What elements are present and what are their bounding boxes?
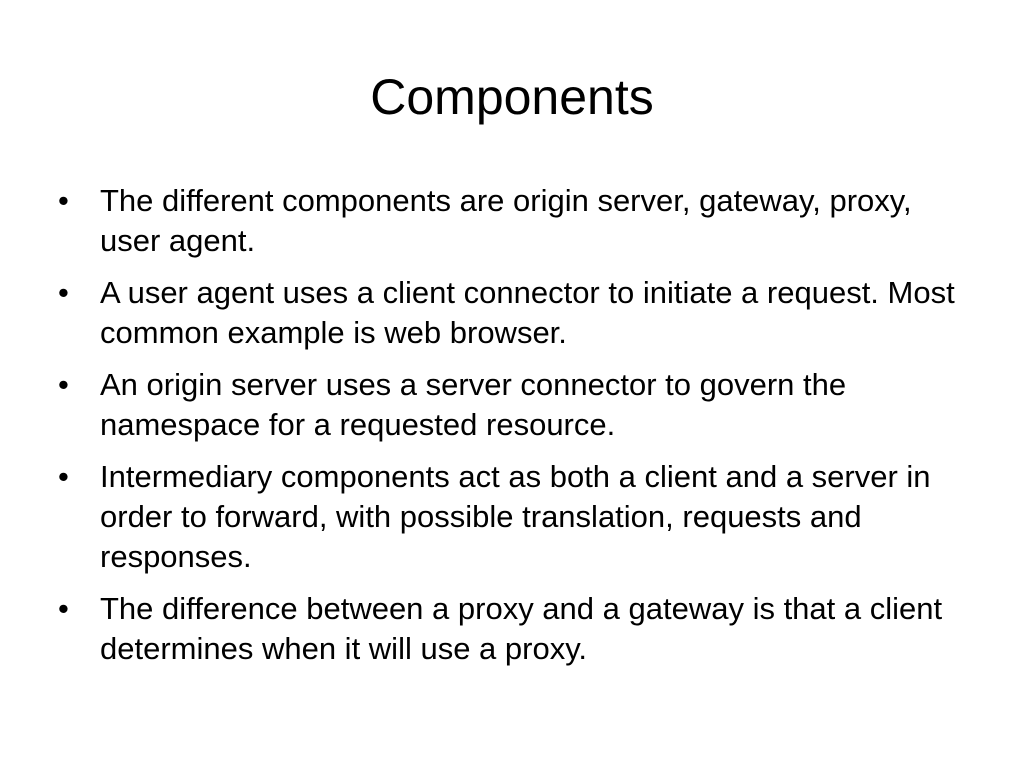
bullet-item: • An origin server uses a server connect…: [56, 365, 976, 445]
bullet-text: A user agent uses a client connector to …: [100, 275, 955, 350]
bullet-text: The different components are origin serv…: [100, 183, 912, 258]
bullet-marker: •: [58, 275, 69, 310]
bullet-text: Intermediary components act as both a cl…: [100, 459, 931, 574]
bullet-marker: •: [58, 183, 69, 218]
bullet-marker: •: [58, 459, 69, 494]
bullet-item: • The different components are origin se…: [56, 181, 976, 261]
bullet-list: • The different components are origin se…: [56, 181, 976, 681]
bullet-marker: •: [58, 367, 69, 402]
slide-title: Components: [370, 69, 654, 125]
bullet-item: • Intermediary components act as both a …: [56, 457, 976, 577]
bullet-item: • The difference between a proxy and a g…: [56, 589, 976, 669]
bullet-text: An origin server uses a server connector…: [100, 367, 847, 442]
bullet-marker: •: [58, 591, 69, 626]
bullet-item: • A user agent uses a client connector t…: [56, 273, 976, 353]
bullet-text: The difference between a proxy and a gat…: [100, 591, 943, 666]
